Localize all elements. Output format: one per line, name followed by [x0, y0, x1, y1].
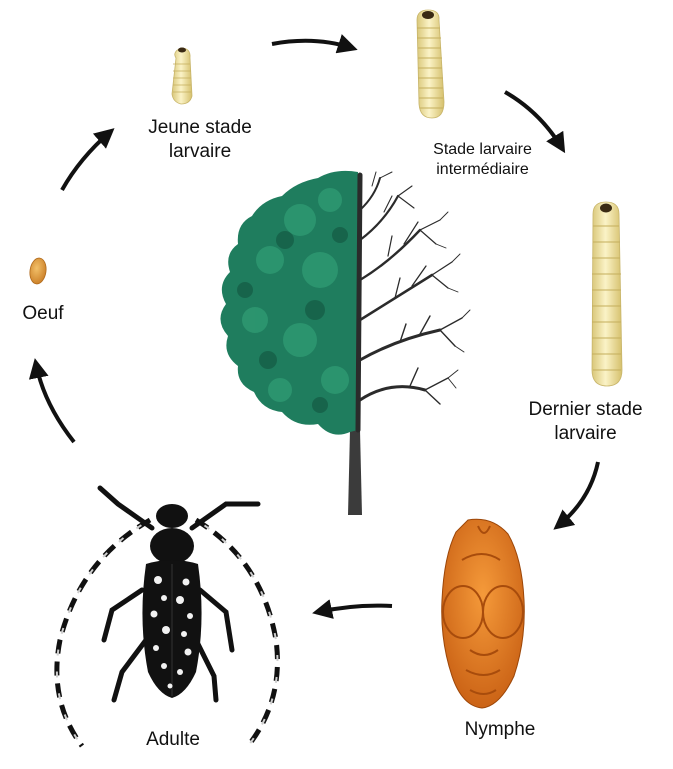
arrow-young-to-mid — [272, 41, 352, 48]
label-egg: Oeuf — [8, 302, 78, 326]
label-adult: Adulte — [118, 728, 228, 752]
label-young-larva-line1: Jeune stade — [130, 116, 270, 140]
label-egg-text: Oeuf — [8, 302, 78, 326]
beetle-icon — [57, 488, 278, 746]
last-larva-icon — [592, 202, 622, 386]
half-tree-icon — [220, 171, 470, 515]
young-larva-icon — [172, 48, 192, 105]
label-mid-larva: Stade larvaire intermédiaire — [405, 140, 560, 180]
label-pupa: Nymphe — [430, 718, 570, 742]
label-last-larva: Dernier stade larvaire — [498, 398, 673, 446]
label-young-larva-line2: larvaire — [130, 140, 270, 164]
label-mid-larva-line2: intermédiaire — [405, 160, 560, 180]
label-mid-larva-line1: Stade larvaire — [405, 140, 560, 160]
arrow-egg-to-young — [62, 132, 110, 190]
egg-icon — [28, 257, 47, 285]
label-last-larva-line2: larvaire — [498, 422, 673, 446]
arrow-adult-to-egg — [36, 364, 74, 442]
label-pupa-text: Nymphe — [430, 718, 570, 742]
mid-larva-icon — [417, 10, 444, 118]
arrow-last-to-pupa — [558, 462, 598, 526]
label-young-larva: Jeune stade larvaire — [130, 116, 270, 164]
arrow-pupa-to-adult — [318, 606, 392, 612]
pupa-icon — [442, 519, 525, 708]
label-last-larva-line1: Dernier stade — [498, 398, 673, 422]
label-adult-text: Adulte — [118, 728, 228, 752]
